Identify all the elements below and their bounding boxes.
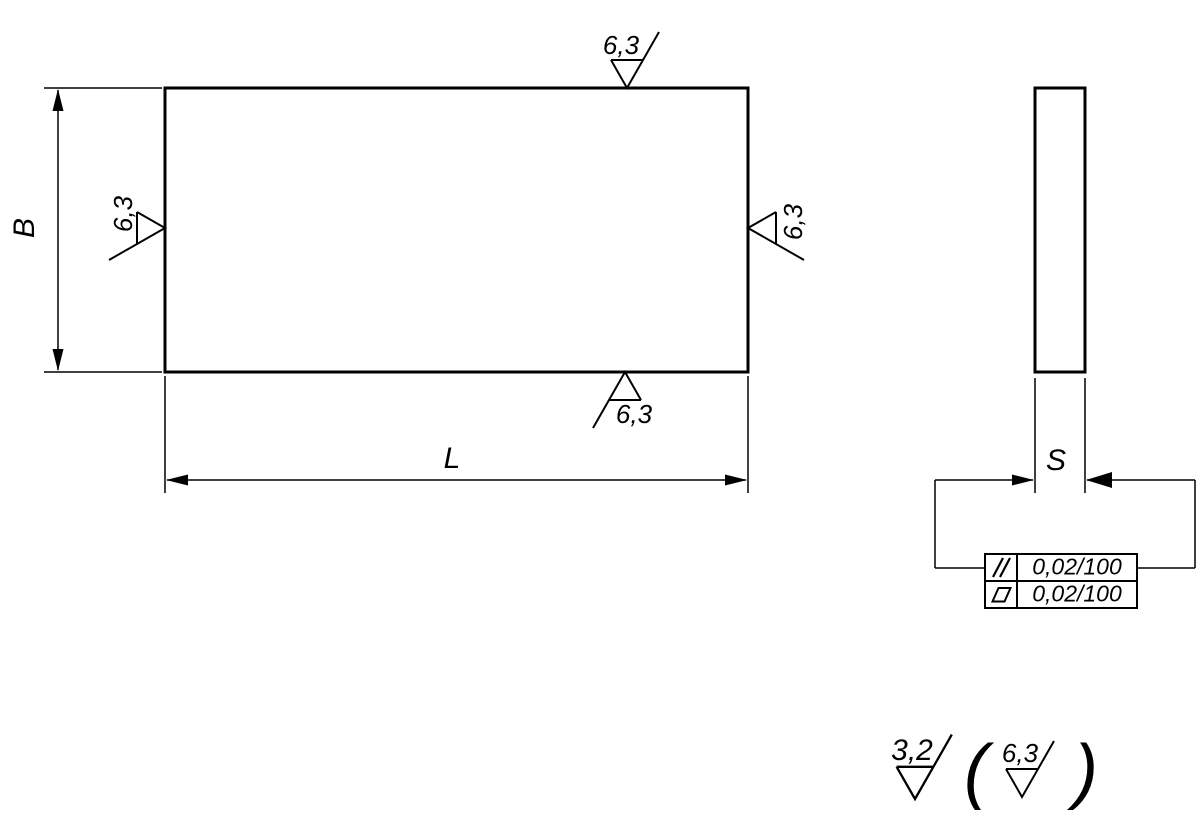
roughness-checkmark-icon [895,734,953,802]
dimension-l [164,376,749,493]
roughness-value: 6,3 [108,195,138,232]
roughness-checkmark-icon [610,31,660,91]
tolerance-value-row2: 0,02/100 [1032,581,1122,607]
roughness-value: 6,3 [616,399,653,429]
dimension-b [44,87,162,373]
reference-roughness-value: 6,3 [1002,738,1039,768]
roughness-symbol-right: 6,3 [745,203,808,261]
general-roughness-value: 3,2 [891,734,933,767]
dimension-l-label: L [444,442,461,475]
arrowhead-left-icon [166,474,188,486]
roughness-checkmark-icon [592,369,642,429]
roughness-value: 6,3 [778,203,808,240]
tolerance-value-row1: 0,02/100 [1032,554,1122,580]
dimension-s [934,378,1196,569]
arrowhead-right-icon [725,474,747,486]
roughness-checkmark-icon [108,211,168,261]
flatness-icon [990,587,1013,603]
roughness-symbol-top: 6,3 [603,30,660,91]
roughness-symbol-left: 6,3 [108,195,168,261]
arrowhead-down-icon [52,349,64,371]
surface-finish-note: 3,2 ( 6,3 ) [891,731,1098,811]
arrowhead-right-icon [1012,474,1034,486]
close-paren: ) [1067,731,1098,811]
roughness-value: 6,3 [603,30,640,60]
parallelism-icon [992,557,1011,578]
reference-roughness-symbol: 6,3 [1002,738,1055,800]
dimension-b-label: B [8,218,41,238]
dimension-s-label: S [1046,444,1066,477]
general-roughness-symbol: 3,2 [891,734,953,802]
arrowhead-up-icon [52,89,64,111]
roughness-symbol-bottom: 6,3 [592,369,653,429]
roughness-checkmark-icon [745,211,805,261]
roughness-checkmark-icon [1005,740,1055,800]
arrowhead-left-icon [1086,472,1112,488]
tolerance-frame: 0,02/100 0,02/100 [984,553,1138,609]
front-view-outline [163,86,750,374]
open-paren: ( [964,731,995,811]
side-view-outline [1033,86,1087,374]
